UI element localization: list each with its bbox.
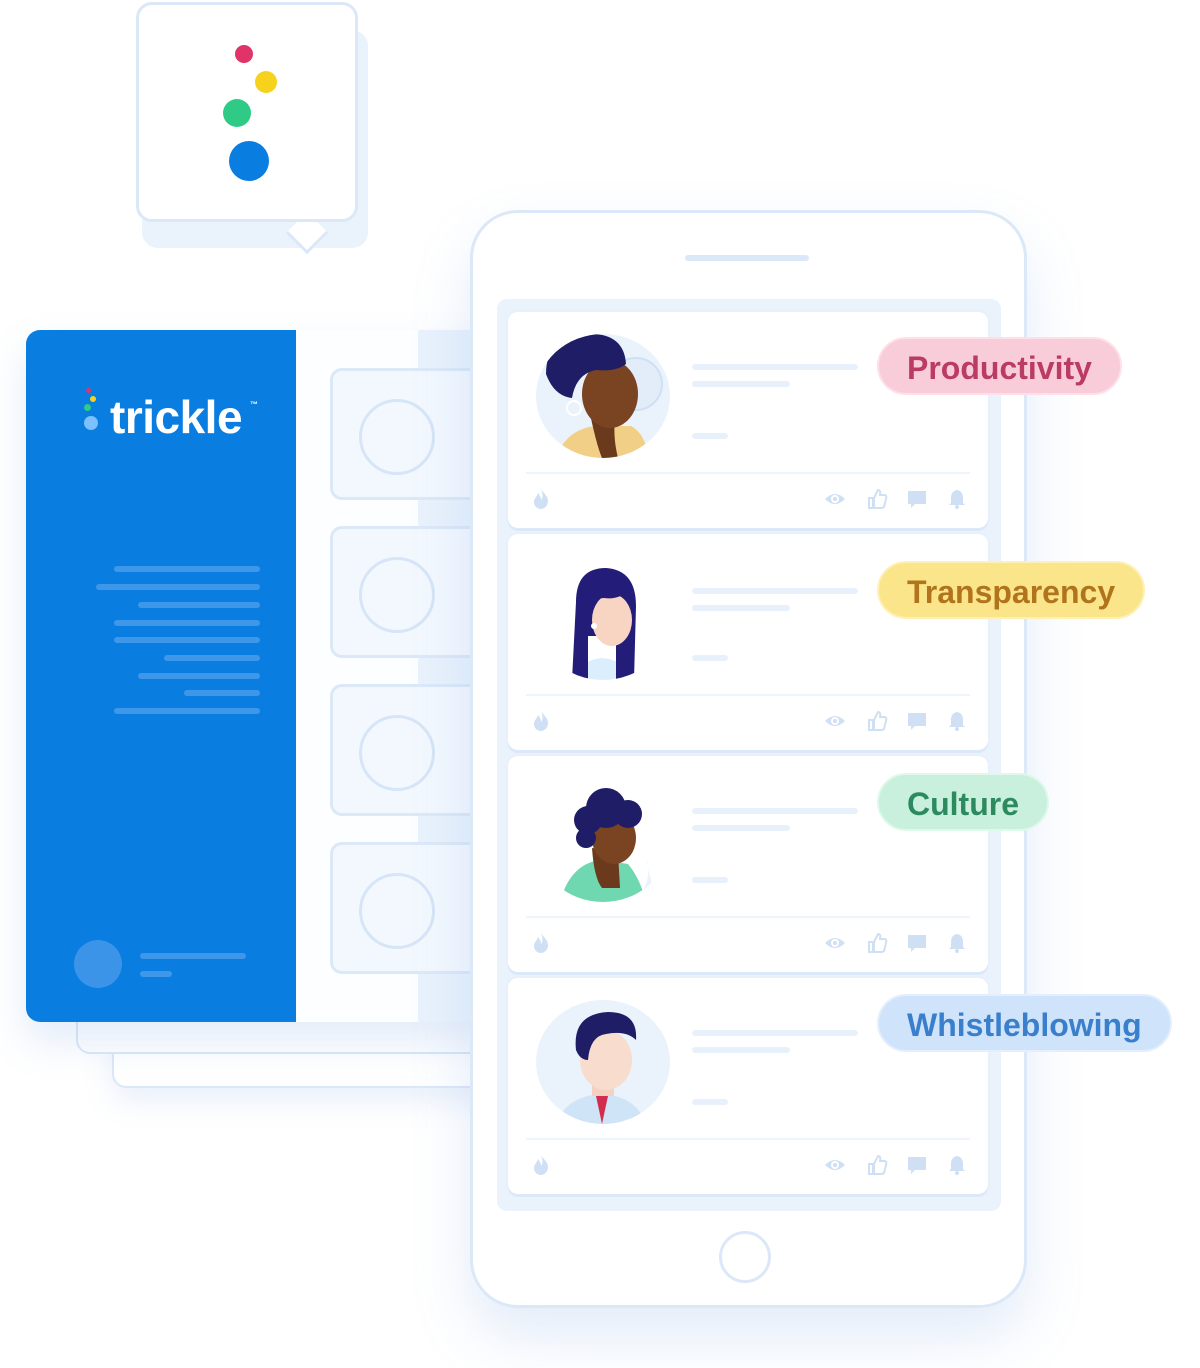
- bell-icon[interactable]: [946, 488, 968, 510]
- content-tile[interactable]: [330, 368, 490, 500]
- post-subtitle-line: [692, 381, 790, 387]
- sidebar-text-line: [164, 655, 260, 661]
- man-curly-hair-avatar: [536, 778, 670, 902]
- content-tile[interactable]: [330, 842, 490, 974]
- post-title-line: [692, 364, 858, 370]
- tile-avatar-placeholder: [359, 873, 435, 949]
- eye-icon[interactable]: [824, 710, 846, 732]
- post-meta-line: [692, 1099, 728, 1105]
- card-divider: [526, 916, 970, 918]
- user-meta-line: [140, 971, 172, 977]
- post-subtitle-line: [692, 1047, 790, 1053]
- phone-home-button[interactable]: [719, 1231, 771, 1283]
- post-title-line: [692, 588, 858, 594]
- user-name-line: [140, 953, 246, 959]
- thumbs-up-icon[interactable]: [866, 1154, 888, 1176]
- sidebar-text-line: [184, 690, 260, 696]
- thumbs-up-icon[interactable]: [866, 710, 888, 732]
- logo-dot-green: [223, 99, 251, 127]
- bell-icon[interactable]: [946, 1154, 968, 1176]
- comment-icon[interactable]: [906, 1154, 928, 1176]
- eye-icon[interactable]: [824, 1154, 846, 1176]
- flame-icon[interactable]: [530, 710, 552, 732]
- post-meta-line: [692, 655, 728, 661]
- comment-icon[interactable]: [906, 488, 928, 510]
- bell-icon[interactable]: [946, 932, 968, 954]
- bell-icon[interactable]: [946, 710, 968, 732]
- sidebar-text-line: [114, 566, 260, 572]
- thumbs-up-icon[interactable]: [866, 488, 888, 510]
- sidebar-text-line: [114, 637, 260, 643]
- logo-dot-red: [235, 45, 253, 63]
- eye-icon[interactable]: [824, 932, 846, 954]
- brand-dots-icon: [82, 388, 102, 438]
- comment-icon[interactable]: [906, 932, 928, 954]
- sidebar-text-line: [138, 602, 260, 608]
- post-subtitle-line: [692, 605, 790, 611]
- woman-long-hair-avatar: [536, 556, 670, 680]
- card-divider: [526, 694, 970, 696]
- content-tile[interactable]: [330, 684, 490, 816]
- tag-whistleblowing[interactable]: Whistleblowing: [877, 994, 1172, 1052]
- sidebar-text-line: [114, 620, 260, 626]
- phone-speaker: [685, 255, 809, 261]
- card-divider: [526, 1138, 970, 1140]
- tile-avatar-placeholder: [359, 557, 435, 633]
- desktop-window: trickle ™: [26, 330, 496, 1022]
- tag-productivity[interactable]: Productivity: [877, 337, 1122, 395]
- logo-bubble: [136, 2, 358, 222]
- sidebar: trickle ™: [26, 330, 296, 1022]
- post-meta-line: [692, 877, 728, 883]
- tag-culture[interactable]: Culture: [877, 773, 1049, 831]
- eye-icon[interactable]: [824, 488, 846, 510]
- tag-transparency[interactable]: Transparency: [877, 561, 1146, 619]
- trademark-mark: ™: [250, 400, 258, 409]
- post-title-line: [692, 1030, 858, 1036]
- post-subtitle-line: [692, 825, 790, 831]
- logo-dot-blue: [229, 141, 269, 181]
- brand-wordmark[interactable]: trickle: [110, 391, 243, 443]
- logo-dot-yellow: [255, 71, 277, 93]
- tile-avatar-placeholder: [359, 399, 435, 475]
- post-title-line: [692, 808, 858, 814]
- user-avatar[interactable]: [74, 940, 122, 988]
- comment-icon[interactable]: [906, 710, 928, 732]
- man-tie-avatar: [536, 1000, 670, 1124]
- post-meta-line: [692, 433, 728, 439]
- tile-avatar-placeholder: [359, 715, 435, 791]
- card-divider: [526, 472, 970, 474]
- woman-afro-avatar: [536, 334, 670, 458]
- thumbs-up-icon[interactable]: [866, 932, 888, 954]
- sidebar-text-line: [114, 708, 260, 714]
- sidebar-text-line: [96, 584, 260, 590]
- content-tile[interactable]: [330, 526, 490, 658]
- flame-icon[interactable]: [530, 1154, 552, 1176]
- sidebar-text-line: [138, 673, 260, 679]
- flame-icon[interactable]: [530, 932, 552, 954]
- flame-icon[interactable]: [530, 488, 552, 510]
